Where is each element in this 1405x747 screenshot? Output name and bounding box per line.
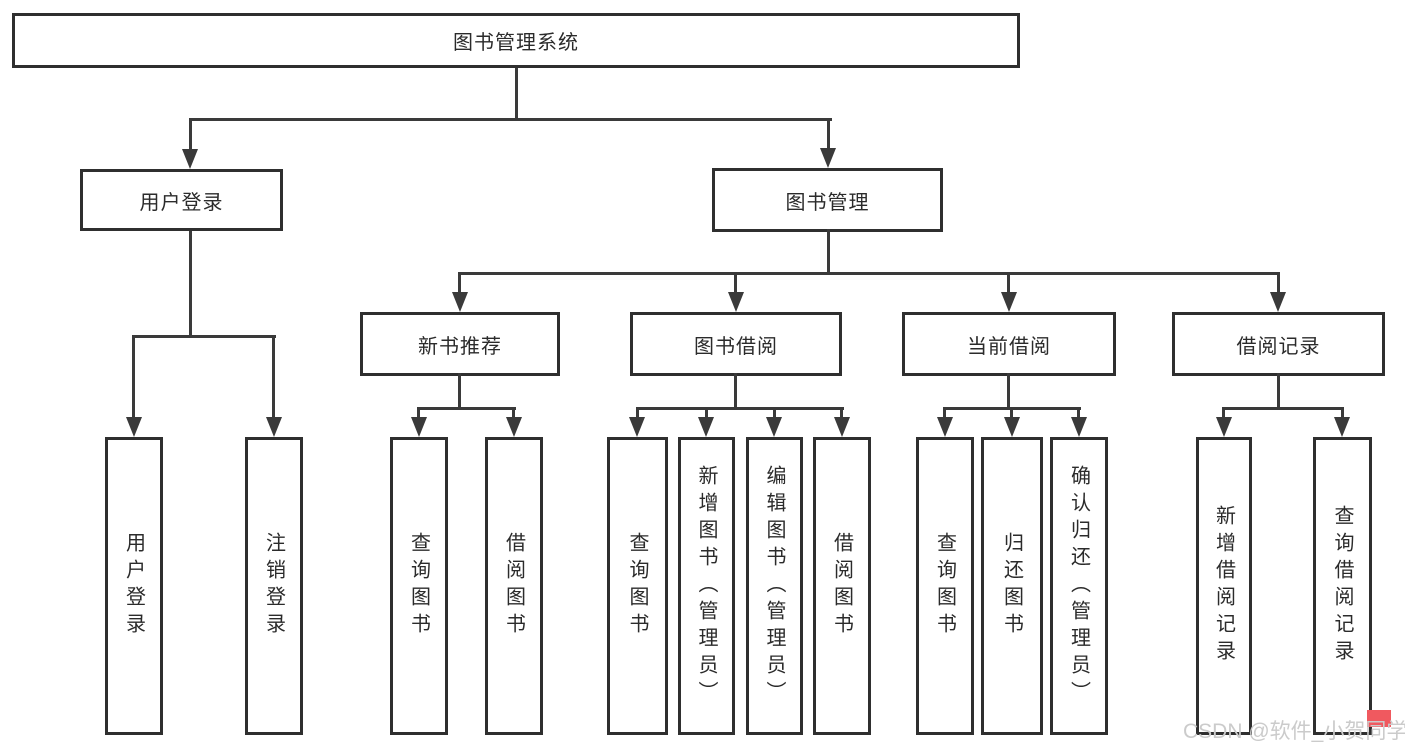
connector-line	[734, 373, 737, 407]
connector-line	[189, 231, 192, 335]
connector-line	[458, 373, 461, 407]
connector-line	[636, 407, 844, 410]
connector-line	[417, 407, 420, 417]
arrow-down-icon	[766, 417, 782, 437]
arrow-down-icon	[1071, 417, 1087, 437]
leaf-logout: 注销登录	[245, 437, 303, 735]
connector-line	[1277, 373, 1280, 407]
arrow-down-icon	[937, 417, 953, 437]
leaf-edit-books-admin: 编辑图书（管理员）	[746, 437, 803, 735]
connector-line	[132, 335, 135, 417]
arrow-down-icon	[182, 149, 198, 169]
arrow-down-icon	[266, 417, 282, 437]
connector-line	[840, 407, 843, 417]
node-borrowing-records: 借阅记录	[1172, 312, 1385, 376]
arrow-down-icon	[452, 292, 468, 312]
connector-line	[189, 118, 192, 149]
node-user-login: 用户登录	[80, 169, 283, 231]
connector-line	[132, 335, 276, 338]
connector-line	[515, 68, 518, 121]
arrow-down-icon	[126, 417, 142, 437]
connector-line	[1277, 272, 1280, 292]
node-current-borrowing: 当前借阅	[902, 312, 1116, 376]
connector-line	[636, 407, 639, 417]
leaf-confirm-return-admin: 确认归还（管理员）	[1050, 437, 1108, 735]
connector-line	[1223, 407, 1344, 410]
connector-line	[827, 229, 830, 272]
leaf-user-login: 用户登录	[105, 437, 163, 735]
connector-line	[734, 272, 737, 292]
leaf-query-books-newbook: 查询图书	[390, 437, 448, 735]
node-book-borrowing: 图书借阅	[630, 312, 842, 376]
node-library-management-system: 图书管理系统	[12, 13, 1020, 68]
connector-line	[1341, 407, 1344, 417]
connector-line	[705, 407, 708, 417]
arrow-down-icon	[1004, 417, 1020, 437]
leaf-add-borrow-record: 新增借阅记录	[1196, 437, 1252, 735]
node-book-management: 图书管理	[712, 168, 943, 232]
leaf-query-books-borrowing: 查询图书	[607, 437, 668, 735]
arrow-down-icon	[1001, 292, 1017, 312]
node-new-book-recommendation: 新书推荐	[360, 312, 560, 376]
connector-line	[1010, 407, 1013, 417]
leaf-add-books-admin: 新增图书（管理员）	[678, 437, 735, 735]
leaf-borrow-books: 借阅图书	[813, 437, 871, 735]
arrow-down-icon	[629, 417, 645, 437]
connector-line	[512, 407, 515, 417]
arrow-down-icon	[506, 417, 522, 437]
arrow-down-icon	[1334, 417, 1350, 437]
arrow-down-icon	[698, 417, 714, 437]
connector-line	[827, 118, 830, 148]
connector-line	[272, 335, 275, 417]
arrow-down-icon	[820, 148, 836, 168]
connector-line	[458, 272, 1280, 275]
leaf-query-books-current: 查询图书	[916, 437, 974, 735]
connector-line	[1222, 407, 1225, 417]
connector-line	[189, 118, 832, 121]
arrow-down-icon	[1270, 292, 1286, 312]
arrow-down-icon	[1216, 417, 1232, 437]
watermark-accent-block	[1367, 710, 1391, 727]
leaf-borrow-books-newbook: 借阅图书	[485, 437, 543, 735]
connector-line	[1077, 407, 1080, 417]
watermark: CSDN @软件_小贺同学	[1183, 720, 1405, 743]
arrow-down-icon	[834, 417, 850, 437]
connector-line	[458, 272, 461, 292]
connector-line	[1007, 272, 1010, 292]
connector-line	[1007, 373, 1010, 407]
arrow-down-icon	[411, 417, 427, 437]
connector-line	[417, 407, 516, 410]
connector-line	[943, 407, 946, 417]
leaf-return-books: 归还图书	[981, 437, 1043, 735]
leaf-query-borrow-record: 查询借阅记录	[1313, 437, 1372, 735]
arrow-down-icon	[728, 292, 744, 312]
connector-line	[773, 407, 776, 417]
